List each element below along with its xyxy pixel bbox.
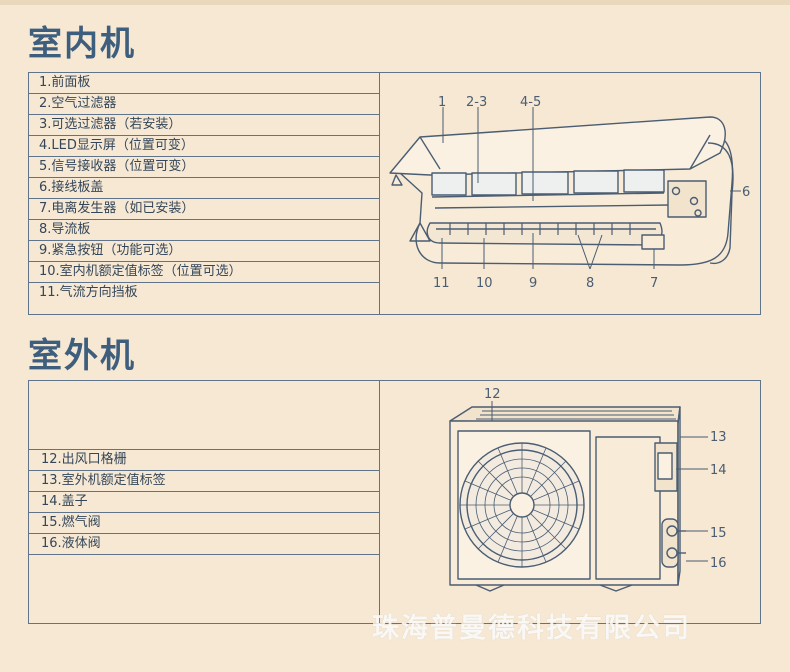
outdoor-section-title: 室外机: [28, 336, 136, 376]
callout-10: 10: [476, 276, 493, 291]
callout-7: 7: [650, 276, 658, 291]
list-item: 13.室外机额定值标签: [29, 471, 379, 492]
list-item: 5.信号接收器（位置可变）: [29, 157, 379, 178]
callout-15: 15: [710, 526, 727, 541]
indoor-unit-diagram: 1 2-3 4-5 6 11 10 9 8 7: [389, 95, 750, 291]
top-strip: [0, 0, 790, 5]
indoor-panel: 1.前面板 2.空气过滤器 3.可选过滤器（若安装） 4.LED显示屏（位置可变…: [28, 72, 761, 315]
list-item: 4.LED显示屏（位置可变）: [29, 136, 379, 157]
callout-4-5: 4-5: [520, 95, 541, 110]
company-watermark: 珠海普曼德科技有限公司: [372, 613, 691, 644]
callout-2-3: 2-3: [466, 95, 487, 110]
outdoor-parts-list: 12.出风口格栅 13.室外机额定值标签 14.盖子 15.燃气阀 16.液体阀: [29, 449, 379, 555]
outdoor-unit-diagram: 12 13 14 15 16: [449, 387, 727, 592]
list-item: 16.液体阀: [29, 534, 379, 555]
indoor-parts-list: 1.前面板 2.空气过滤器 3.可选过滤器（若安装） 4.LED显示屏（位置可变…: [29, 73, 380, 314]
list-item: 12.出风口格栅: [29, 450, 379, 471]
list-item: 3.可选过滤器（若安装）: [29, 115, 379, 136]
callout-13: 13: [710, 430, 727, 445]
indoor-unit-figure: 1 2-3 4-5 6 11 10 9 8 7: [380, 73, 760, 314]
outdoor-unit-figure: 12 13 14 15 16: [380, 381, 760, 623]
list-item: 6.接线板盖: [29, 178, 379, 199]
list-item: 1.前面板: [29, 73, 379, 94]
list-item: 8.导流板: [29, 220, 379, 241]
callout-9: 9: [529, 276, 537, 291]
callout-8: 8: [586, 276, 594, 291]
list-item: 14.盖子: [29, 492, 379, 513]
outdoor-parts-list-col: 12.出风口格栅 13.室外机额定值标签 14.盖子 15.燃气阀 16.液体阀: [29, 381, 380, 623]
list-item: 2.空气过滤器: [29, 94, 379, 115]
list-item: 7.电离发生器（如已安装）: [29, 199, 379, 220]
callout-12: 12: [484, 387, 501, 402]
indoor-section-title: 室内机: [28, 24, 136, 64]
callout-16: 16: [710, 556, 727, 571]
callout-6: 6: [742, 185, 750, 200]
callout-11: 11: [433, 276, 450, 291]
list-item: 9.紧急按钮（功能可选）: [29, 241, 379, 262]
list-item: 10.室内机额定值标签（位置可选）: [29, 262, 379, 283]
callout-14: 14: [710, 463, 727, 478]
outdoor-panel: 12.出风口格栅 13.室外机额定值标签 14.盖子 15.燃气阀 16.液体阀: [28, 380, 761, 624]
callout-1: 1: [438, 95, 446, 110]
list-item: 11.气流方向挡板: [39, 285, 138, 300]
list-item: 15.燃气阀: [29, 513, 379, 534]
